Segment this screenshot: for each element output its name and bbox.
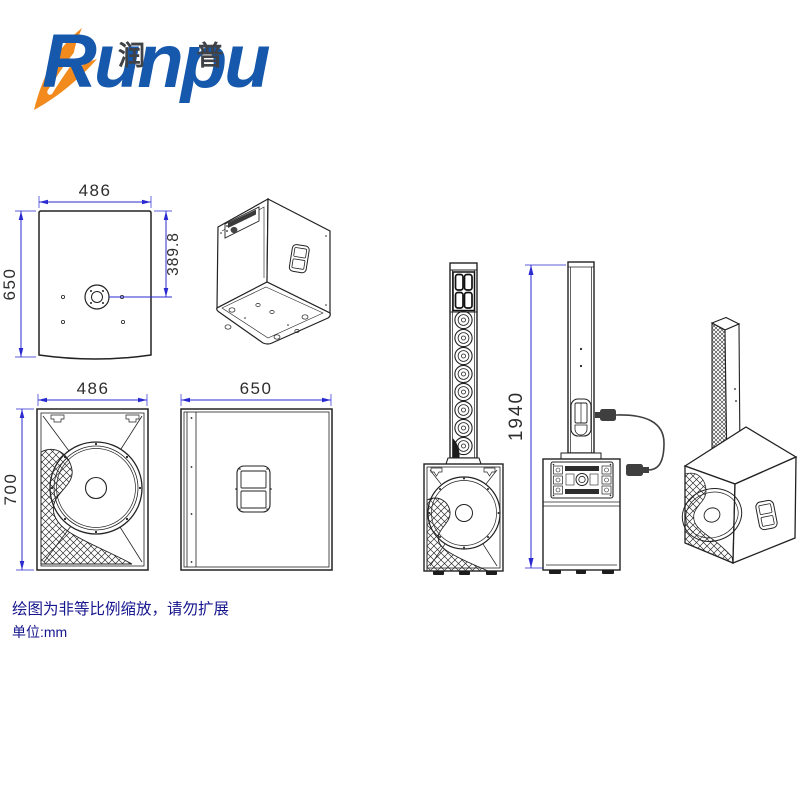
scale-note: 绘图为非等比例缩放，请勿扩展: [12, 601, 230, 618]
column-connector-recess: [570, 398, 592, 437]
grille-hatch-front: [40, 449, 133, 565]
dim-label-topview-mount-offset: 389.8: [165, 232, 182, 276]
side-handle: [235, 465, 272, 513]
system-back-view-drawing: [542, 261, 665, 574]
iso-side-handle: [755, 499, 778, 531]
dim-backview-total-height: [525, 264, 566, 569]
dim-topview-mount-offset: [109, 210, 172, 298]
link-cable: [595, 409, 665, 476]
column-drivers: [454, 310, 473, 456]
dim-label-frontview-width: 486: [77, 379, 110, 398]
system-front-view-drawing: [423, 262, 504, 575]
dim-sideview-depth: [180, 394, 332, 406]
dim-label-sideview-depth: 650: [240, 379, 273, 398]
dim-label-topview-height: 650: [0, 268, 19, 301]
amp-panel: [550, 461, 614, 499]
dim-frontview-width: [37, 394, 148, 406]
dim-topview-width: [38, 196, 152, 208]
dim-frontview-height: [16, 408, 34, 571]
logo-brand-text: Runpu: [42, 19, 271, 104]
logo-swoosh-icon: [34, 28, 97, 110]
top-view-drawing: [38, 210, 152, 360]
dim-label-total-height: 1940: [506, 391, 527, 441]
dim-topview-height: [15, 210, 36, 358]
dim-label-frontview-height: 700: [1, 473, 20, 506]
side-view-drawing: [180, 408, 333, 571]
dim-label-topview-width: 486: [79, 181, 112, 200]
front-view-drawing: [36, 408, 149, 571]
logo-brand-chinese: 润 普: [118, 41, 246, 71]
grille-hatch-system-front: [426, 497, 489, 572]
unit-note: 单位:mm: [12, 624, 68, 641]
drawing-notes: 绘图为非等比例缩放，请勿扩展 单位:mm: [12, 598, 229, 644]
system-iso-view-drawing: [681, 316, 798, 564]
grille-hatch-iso: [684, 472, 734, 564]
iso-bottom-view-drawing: [216, 197, 331, 345]
